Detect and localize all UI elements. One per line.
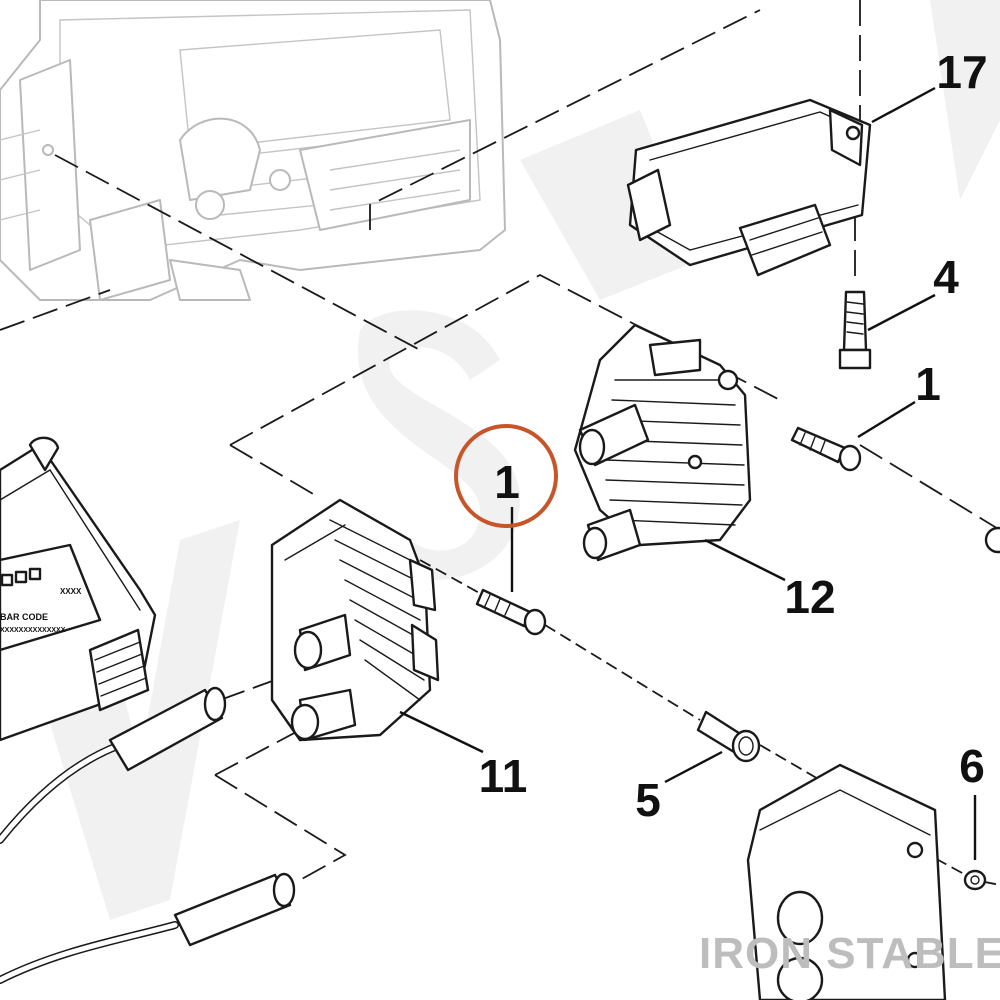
coil-bracket [746,763,947,1000]
washer-part-6 [963,869,987,891]
callout-4: 4 [933,251,959,303]
callout-1-right: 1 [915,358,941,410]
callout-11: 11 [479,750,528,802]
callout-6: 6 [959,740,985,792]
watermark-text: IRON STABLE [699,929,1000,978]
callout-leaders [399,86,977,860]
screw-part-4 [838,290,872,370]
screw-part-1-right [790,426,862,472]
screw-part-1-center [475,588,547,636]
ecm-bar-code-digits: XXXXXXXXXXXXXX [0,627,66,634]
ecm-module [0,436,157,742]
coil-part-11 [270,498,440,742]
washer-edge [984,526,1000,554]
callout-12: 12 [784,571,835,623]
ghost-frame-housing [0,0,506,301]
module-part-17 [626,98,872,277]
ecm-bar-code-label: BAR CODE [0,612,48,622]
callout-1-center: 1 [494,456,520,508]
highlight-ring [454,424,558,528]
sleeve-part-5 [696,710,761,763]
spark-plug-wires [0,686,296,984]
ecm-code-label: XXXX [60,587,82,596]
callout-5: 5 [635,774,661,826]
callout-17: 17 [936,46,987,98]
coil-part-12 [573,323,752,562]
